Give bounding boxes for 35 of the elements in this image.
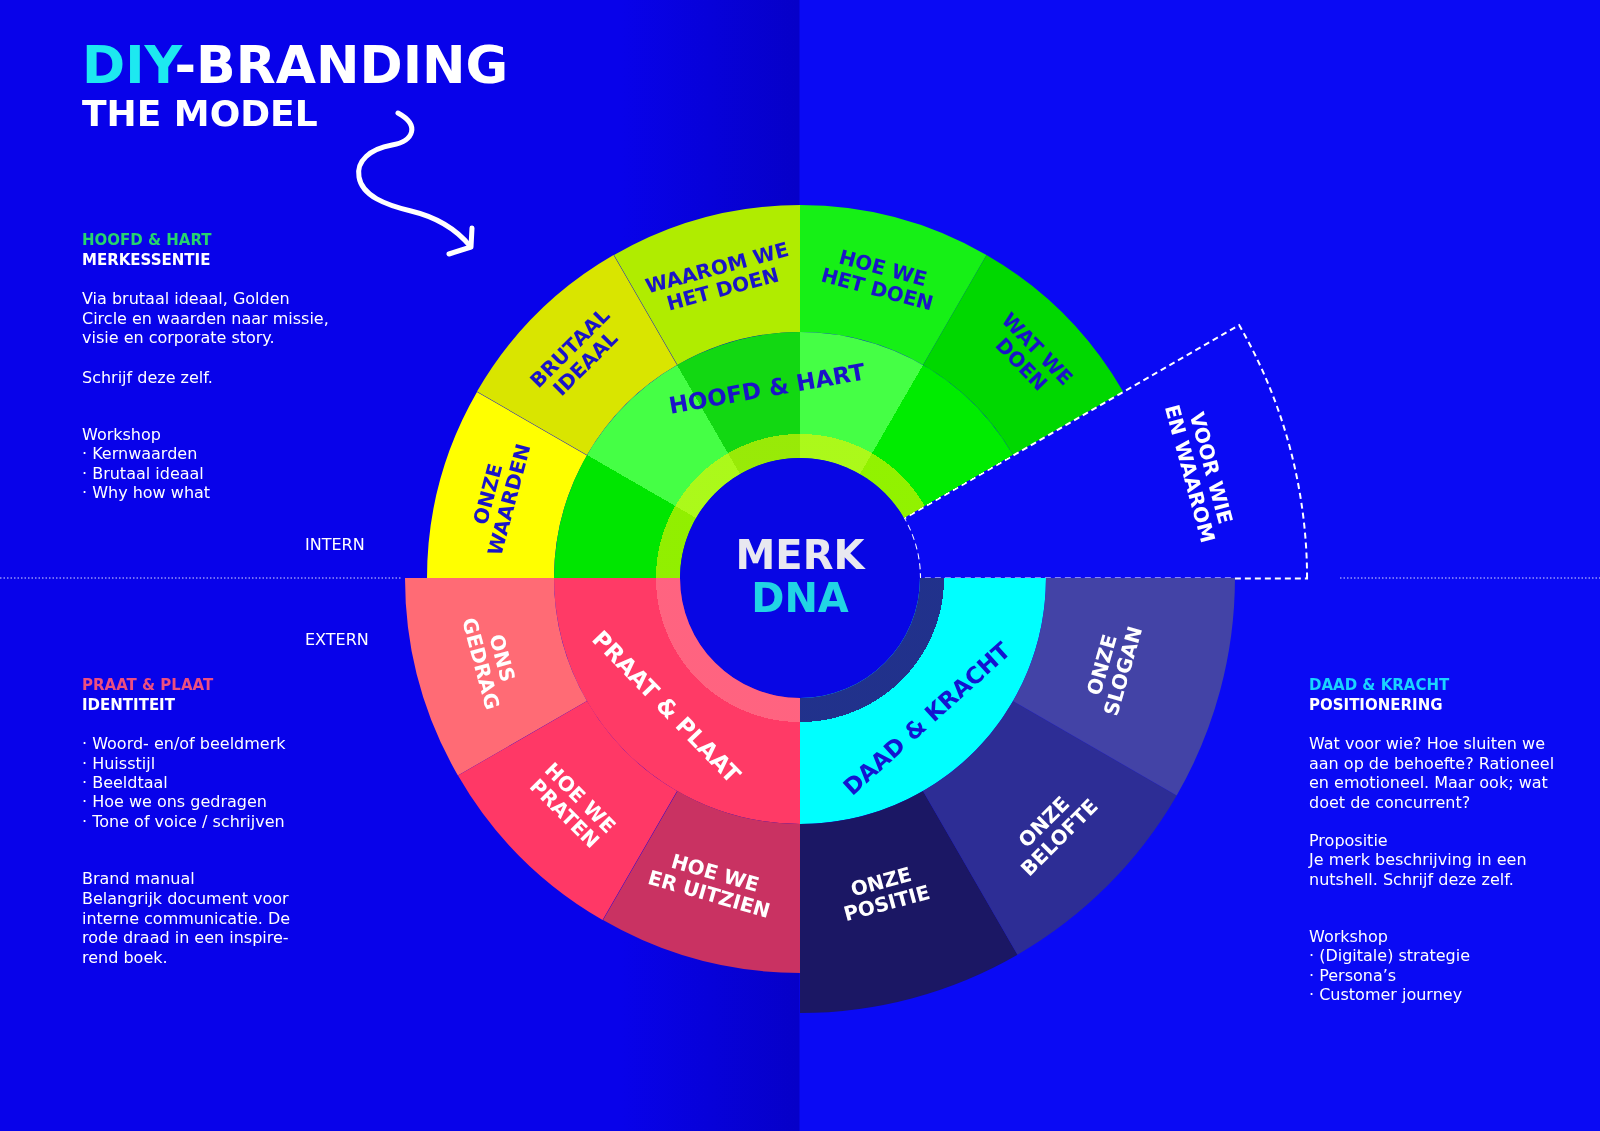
paragraph: Wat voor wie? Hoe sluiten we aan op de behoefte? Rationeel en emotioneel. Maar ook; wat doet de concurrent? bbox=[1309, 734, 1556, 812]
list-heading: Workshop bbox=[82, 425, 161, 445]
list-item: · Kernwaarden bbox=[82, 444, 198, 464]
list-item: · Woord- en/of beeldmerk bbox=[82, 734, 286, 754]
list-item: · Why how what bbox=[82, 483, 211, 503]
section-subheading: IDENTITEIT bbox=[82, 696, 175, 716]
list-item: · (Digitale) strategie bbox=[1309, 946, 1471, 966]
list-item: · Beeldtaal bbox=[82, 773, 168, 793]
subheading: Brand manual bbox=[82, 869, 195, 889]
center-label: MERK bbox=[735, 534, 865, 578]
section-heading: DAAD & KRACHT bbox=[1309, 676, 1450, 696]
section-subheading: MERKESSENTIE bbox=[82, 251, 211, 271]
section-heading: HOOFD & HART bbox=[82, 231, 212, 251]
list-item: · Huisstijl bbox=[82, 754, 156, 774]
ring-segment bbox=[1013, 578, 1235, 796]
paragraph: Via brutaal ideaal, Golden Circle en waarden naar missie, visie en corporate story. bbox=[82, 289, 330, 348]
section-subheading: POSITIONERING bbox=[1309, 696, 1443, 716]
list-item: · Tone of voice / schrijven bbox=[82, 812, 285, 832]
paragraph: Schrijf deze zelf. bbox=[82, 368, 214, 388]
paragraph: Belangrijk document voor interne communicatie. De rode draad in een inspire-rend boek. bbox=[82, 889, 292, 967]
list-item: · Customer journey bbox=[1309, 985, 1463, 1005]
list-item: · Hoe we ons gedragen bbox=[82, 792, 267, 812]
zone-label: INTERN bbox=[305, 535, 365, 555]
title: DIY-BRANDING THE MODEL bbox=[82, 38, 509, 134]
center-label: DNA bbox=[751, 577, 849, 621]
paragraph: Je merk beschrijving in een nutshell. Schrijf deze zelf. bbox=[1309, 850, 1528, 889]
list-heading: Workshop bbox=[1309, 927, 1388, 947]
list-item: · Brutaal ideaal bbox=[82, 464, 204, 484]
ring-label: HOOFD & HART bbox=[666, 359, 867, 419]
ring-segment bbox=[800, 205, 987, 365]
subheading: Propositie bbox=[1309, 831, 1388, 851]
segment-label: HOE WE HET DOEN bbox=[819, 243, 938, 315]
section-heading: PRAAT & PLAAT bbox=[82, 676, 214, 696]
list-item: · Persona’s bbox=[1309, 966, 1397, 986]
zone-label: EXTERN bbox=[305, 630, 369, 650]
